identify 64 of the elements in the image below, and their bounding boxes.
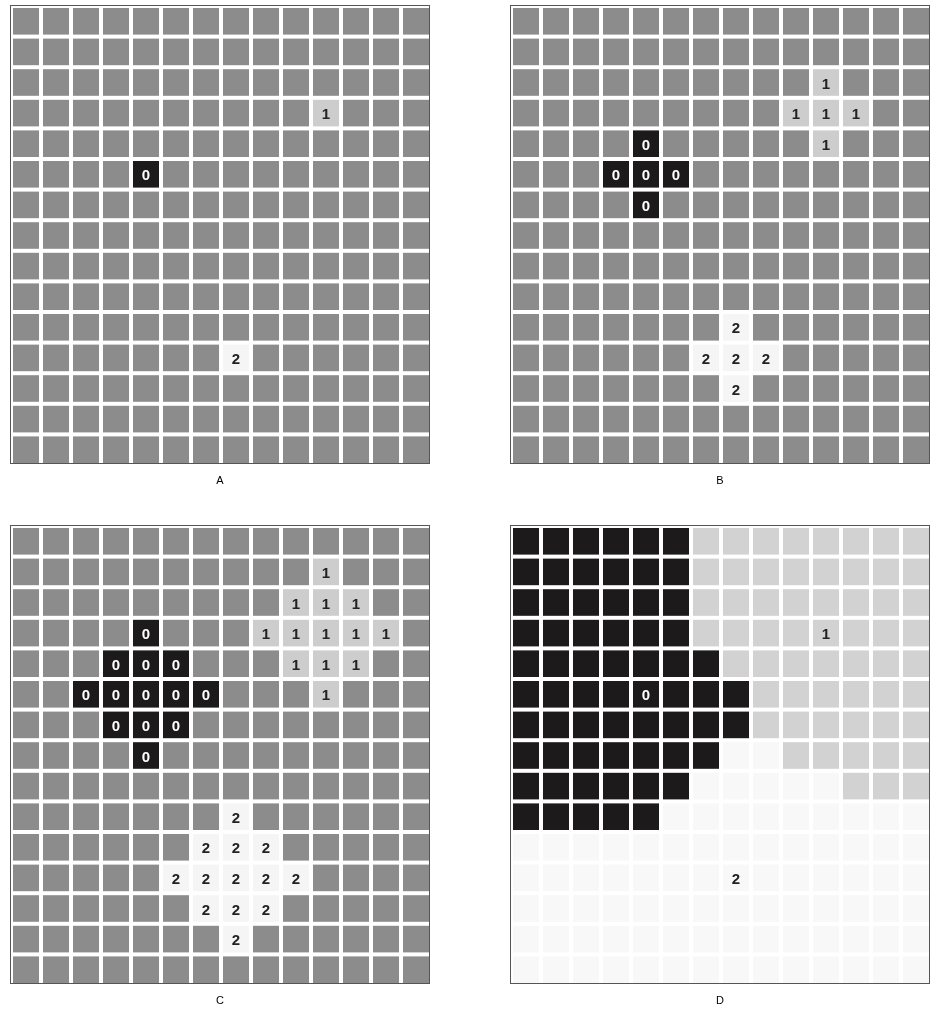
region-number: 2 — [201, 870, 211, 886]
region-number: 0 — [641, 166, 651, 182]
region-number: 2 — [731, 319, 741, 335]
region-number: 1 — [261, 625, 271, 641]
region-number: 0 — [641, 197, 651, 213]
region-number: 0 — [671, 166, 681, 182]
region-number: 0 — [141, 656, 151, 672]
region-number: 2 — [201, 901, 211, 916]
region-number: 1 — [381, 625, 391, 641]
region-number: 0 — [111, 717, 121, 733]
region-number: 1 — [351, 595, 361, 610]
region-number: 2 — [731, 350, 741, 366]
region-number: 0 — [141, 748, 151, 763]
region-number: 2 — [231, 350, 241, 366]
region-number: 0 — [201, 686, 211, 702]
region-number: 0 — [141, 717, 151, 733]
region-number: 0 — [81, 686, 91, 702]
panel-caption: D — [716, 994, 724, 1006]
region-number: 2 — [731, 870, 741, 886]
region-number: 1 — [321, 105, 331, 121]
region-number: 1 — [321, 686, 331, 702]
region-number: 2 — [171, 870, 181, 886]
panel-caption: C — [216, 994, 224, 1006]
region-number: 0 — [641, 686, 651, 702]
region-number: 1 — [821, 105, 831, 121]
region-number: 2 — [291, 870, 301, 886]
panel-caption: B — [716, 474, 724, 486]
region-number: 2 — [231, 901, 241, 916]
region-number: 0 — [611, 166, 621, 182]
region-number: 0 — [171, 717, 181, 733]
region-number: 2 — [761, 350, 771, 366]
panel-caption: A — [216, 474, 224, 486]
region-number: 2 — [231, 809, 241, 825]
region-number: 2 — [231, 839, 241, 855]
region-number: 2 — [261, 870, 271, 886]
region-number: 2 — [231, 870, 241, 886]
region-number: 2 — [731, 381, 741, 396]
region-number: 1 — [351, 625, 361, 641]
region-number: 2 — [201, 839, 211, 855]
region-number: 0 — [141, 686, 151, 702]
region-number: 1 — [321, 625, 331, 641]
region-number: 1 — [321, 656, 331, 672]
region-number: 1 — [321, 595, 331, 610]
region-number: 1 — [291, 656, 301, 672]
region-number: 2 — [231, 931, 241, 947]
region-number: 0 — [171, 686, 181, 702]
region-number: 2 — [701, 350, 711, 366]
region-number: 0 — [641, 136, 651, 152]
region-number: 1 — [821, 75, 831, 90]
region-number: 1 — [821, 136, 831, 152]
region-number: 2 — [261, 901, 271, 916]
region-number: 0 — [141, 625, 151, 641]
region-number: 1 — [291, 625, 301, 641]
region-number: 1 — [791, 105, 801, 121]
region-number: 1 — [851, 105, 861, 121]
region-number: 1 — [821, 625, 831, 641]
region-number: 0 — [111, 686, 121, 702]
region-number: 2 — [261, 839, 271, 855]
region-number: 1 — [321, 564, 331, 580]
region-number: 0 — [111, 656, 121, 672]
region-number: 1 — [351, 656, 361, 672]
region-number: 0 — [141, 166, 151, 182]
region-number: 0 — [171, 656, 181, 672]
region-number: 1 — [291, 595, 301, 610]
